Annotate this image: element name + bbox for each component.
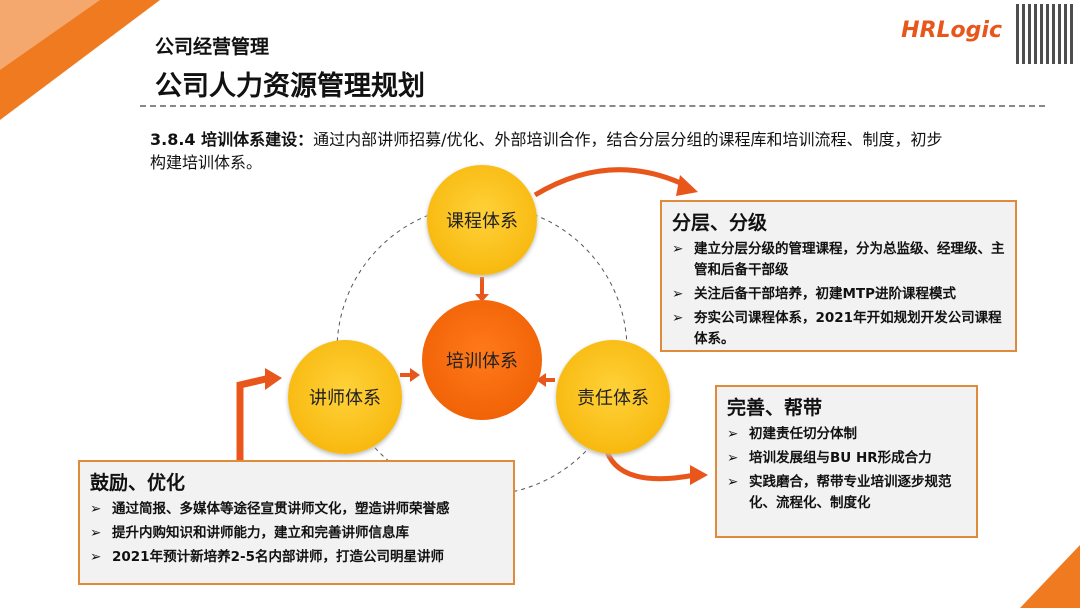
list-item: 建立分层分级的管理课程，分为总监级、经理级、主管和后备干部级 bbox=[672, 239, 1005, 281]
corner-stripe-bottom-right bbox=[1020, 545, 1080, 608]
box-encourage-optimize: 鼓励、优化 通过简报、多媒体等途径宣贯讲师文化，塑造讲师荣誉感提升内购知识和讲师… bbox=[78, 460, 515, 585]
box-layering-grading: 分层、分级 建立分层分级的管理课程，分为总监级、经理级、主管和后备干部级关注后备… bbox=[660, 200, 1017, 352]
list-item: 提升内购知识和讲师能力，建立和完善讲师信息库 bbox=[90, 523, 503, 544]
page-title: 公司人力资源管理规划 bbox=[155, 71, 425, 102]
intro-body: 通过内部讲师招募/优化、外部培训合作，结合分层分组的课程库和培训流程、制度，初步… bbox=[150, 130, 943, 172]
list-item: 关注后备干部培养，初建MTP进阶课程模式 bbox=[672, 284, 1005, 305]
circle-training-system: 培训体系 bbox=[422, 300, 542, 420]
list-item: 实践磨合，帮带专业培训逐步规范化、流程化、制度化 bbox=[727, 472, 966, 514]
box-improve-mentor: 完善、帮带 初建责任切分体制培训发展组与BU HR形成合力实践磨合，帮带专业培训… bbox=[715, 385, 978, 538]
intro-label: 3.8.4 培训体系建设： bbox=[150, 130, 314, 149]
list-item: 夯实公司课程体系，2021年开如规划开发公司课程体系。 bbox=[672, 308, 1005, 350]
circle-responsibility-system: 责任体系 bbox=[556, 340, 670, 454]
list-item: 通过简报、多媒体等途径宣贯讲师文化，塑造讲师荣誉感 bbox=[90, 499, 503, 520]
arrow-left-up bbox=[236, 374, 271, 460]
curved-arrow-top bbox=[533, 167, 687, 198]
section-subtitle: 公司经营管理 bbox=[155, 36, 270, 58]
divider bbox=[140, 105, 1045, 107]
intro-text: 3.8.4 培训体系建设：通过内部讲师招募/优化、外部培训合作，结合分层分组的课… bbox=[150, 128, 950, 174]
circle-course-system: 课程体系 bbox=[427, 165, 537, 275]
qr-code bbox=[1016, 4, 1074, 64]
list-item: 2021年预计新培养2-5名内部讲师，打造公司明星讲师 bbox=[90, 547, 503, 568]
brand-logo: HRLogic bbox=[901, 18, 1002, 43]
box-title: 鼓励、优化 bbox=[90, 472, 186, 494]
circle-lecturer-system: 讲师体系 bbox=[288, 340, 402, 454]
list-item: 培训发展组与BU HR形成合力 bbox=[727, 448, 966, 469]
corner-stripe-top-left bbox=[0, 0, 160, 120]
box-title: 完善、帮带 bbox=[727, 397, 823, 419]
box-title: 分层、分级 bbox=[672, 212, 768, 234]
list-item: 初建责任切分体制 bbox=[727, 424, 966, 445]
